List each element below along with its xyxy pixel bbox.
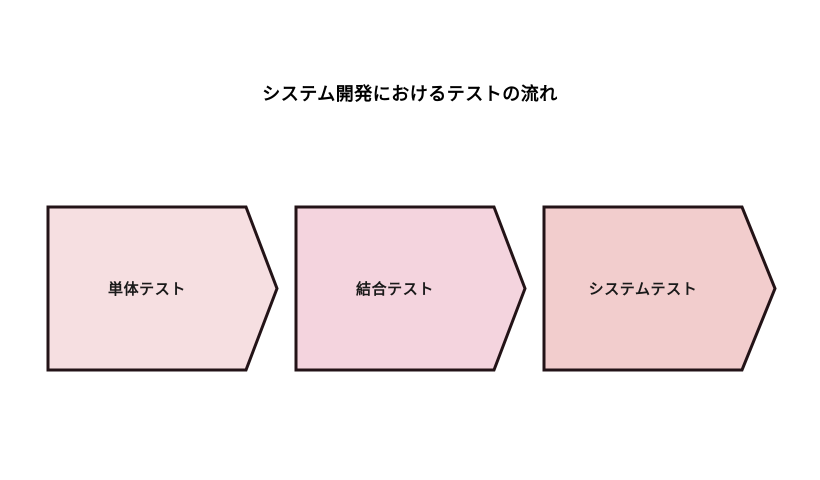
page-title: システム開発におけるテストの流れ bbox=[262, 84, 558, 105]
stage-label-3: システムテスト bbox=[588, 279, 698, 298]
stage-label-2: 結合テスト bbox=[355, 279, 434, 298]
stage-shape-1[interactable] bbox=[45, 204, 280, 373]
chevron-polygon bbox=[542, 205, 777, 372]
stage-label-1: 単体テスト bbox=[107, 279, 186, 298]
chevron-polygon bbox=[294, 205, 527, 372]
chevron-polygon bbox=[46, 205, 279, 372]
stage-shape-2[interactable] bbox=[293, 204, 528, 373]
stage-shape-3[interactable] bbox=[541, 204, 778, 373]
